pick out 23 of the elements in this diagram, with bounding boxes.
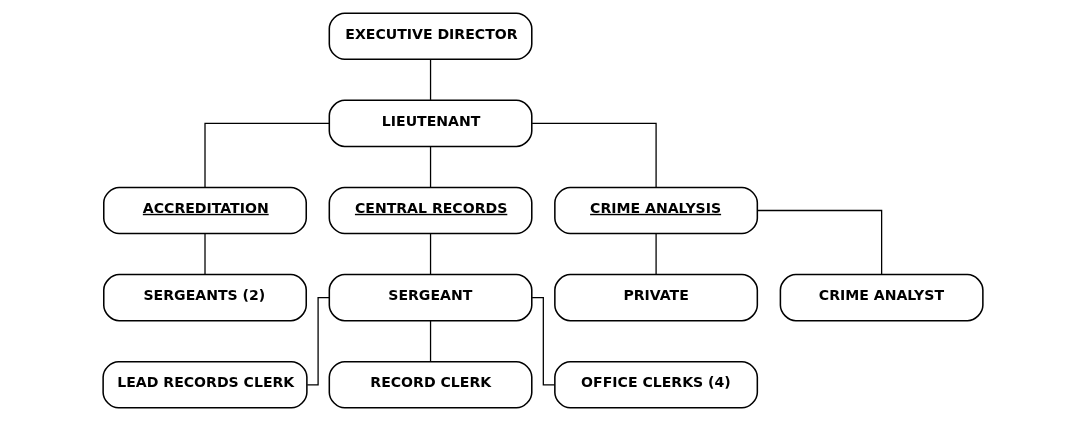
node-box: LIEUTENANT <box>328 99 533 148</box>
connector <box>306 297 330 386</box>
node-box: LEAD RECORDS CLERK <box>102 360 308 409</box>
node-box: CRIME ANALYSIS <box>554 186 759 235</box>
connector <box>429 146 432 188</box>
connector <box>655 233 657 275</box>
node-box: PRIVATE <box>554 273 759 322</box>
connector <box>531 122 657 188</box>
node-box: ACCREDITATION <box>103 186 307 235</box>
connector <box>757 209 883 275</box>
node-box: EXECUTIVE DIRECTOR <box>328 12 533 61</box>
connector <box>531 297 556 386</box>
node-box: RECORD CLERK <box>328 360 533 409</box>
connector <box>429 58 432 101</box>
connector <box>429 233 432 275</box>
node-box: OFFICE CLERKS (4) <box>554 360 759 409</box>
connector <box>204 122 330 188</box>
node-box: CENTRAL RECORDS <box>328 186 533 235</box>
node-box: SERGEANT <box>328 273 533 322</box>
connector <box>429 320 432 362</box>
connector <box>204 233 206 275</box>
node-box: SERGEANTS (2) <box>103 273 307 322</box>
node-box: CRIME ANALYST <box>779 273 984 322</box>
